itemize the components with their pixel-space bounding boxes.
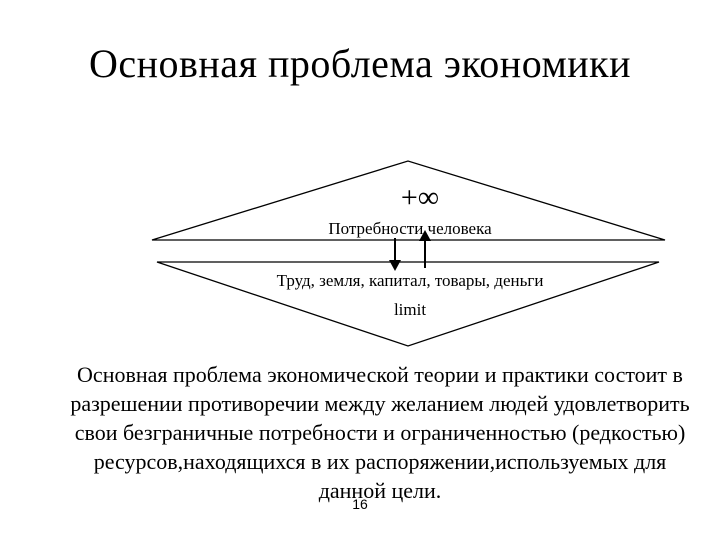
body-paragraph: Основная проблема экономической теории и… xyxy=(70,362,690,503)
resources-triangle xyxy=(156,261,660,347)
limit-label: limit xyxy=(393,300,427,319)
infinity-symbol-label: +∞ xyxy=(400,181,440,214)
arrow-down-icon xyxy=(389,238,401,271)
arrow-up-icon xyxy=(419,230,431,268)
needs-triangle xyxy=(151,160,666,241)
resources-label: Труд, земля, капитал, товары, деньги xyxy=(276,271,544,290)
needs-label: Потребности человека xyxy=(328,219,492,238)
slide-title: Основная проблема экономики xyxy=(88,41,632,86)
page-number: 16 xyxy=(352,496,368,512)
